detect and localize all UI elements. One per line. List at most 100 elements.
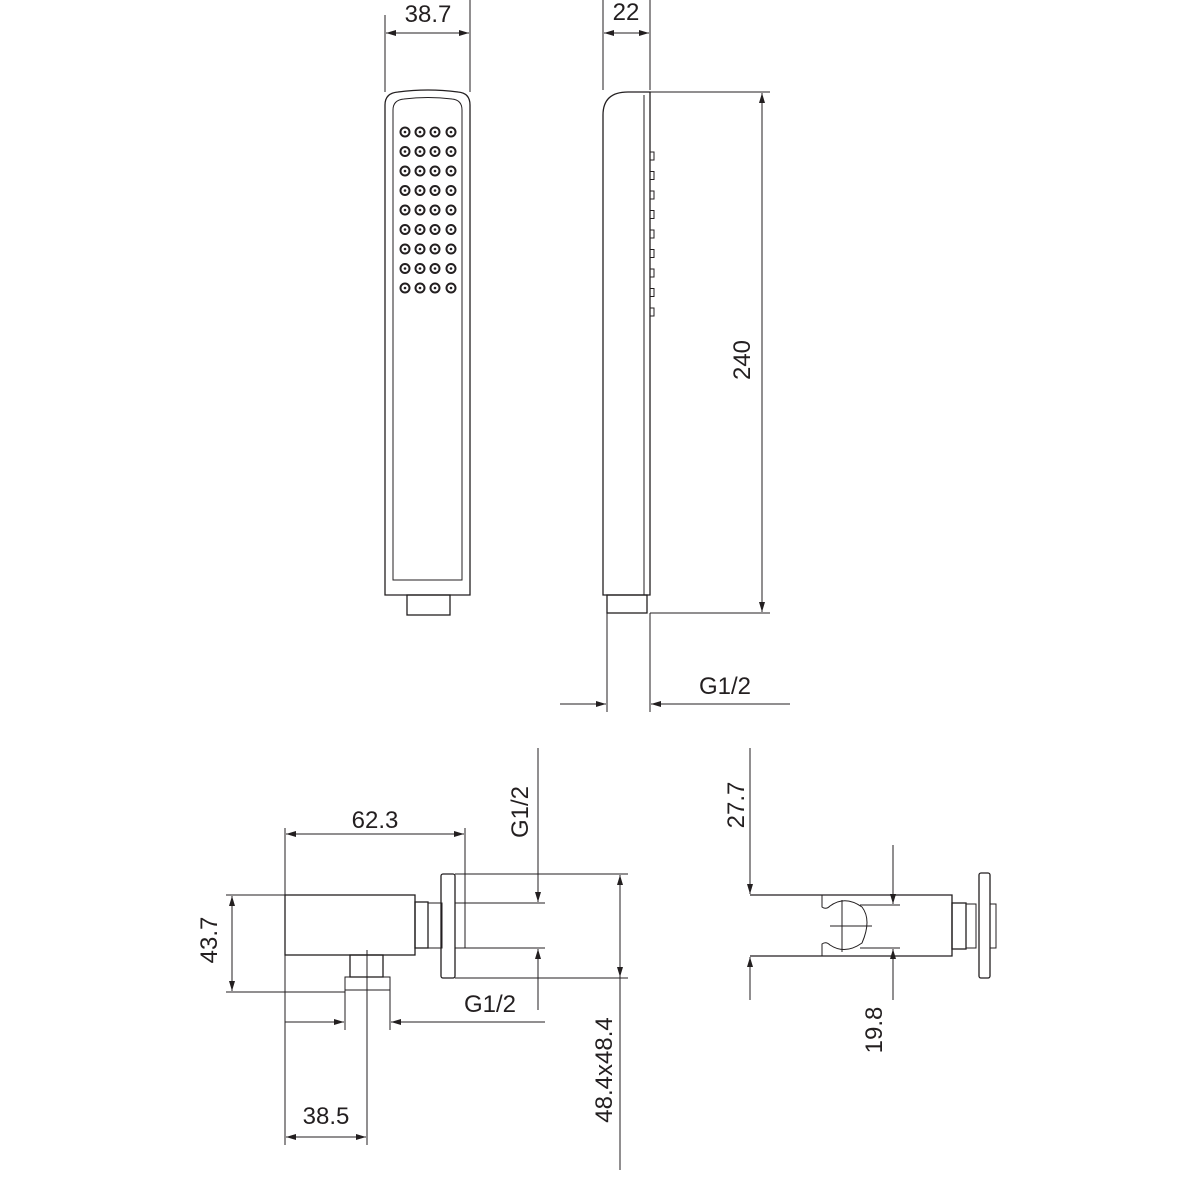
nozzle-center	[449, 189, 453, 192]
nozzle-center	[449, 267, 453, 270]
dim-outlet-length: 62.3	[352, 807, 399, 834]
handset-holder-view: 27.7 19.8	[723, 748, 997, 1054]
nozzle-bump	[649, 171, 655, 180]
dim-outlet-thread-horizontal: G1/2	[464, 991, 516, 1018]
nozzle	[399, 165, 411, 177]
nozzle	[445, 204, 457, 216]
dim-handset-depth: 22	[613, 0, 640, 26]
nozzle-center	[433, 247, 437, 251]
nozzle-center	[403, 228, 407, 231]
nozzle	[429, 165, 441, 177]
nozzle	[429, 243, 441, 255]
nozzle	[414, 224, 426, 235]
nozzle-bump	[649, 268, 655, 278]
nozzle	[429, 224, 441, 235]
nozzle-profile	[649, 151, 655, 317]
nozzle	[445, 263, 457, 274]
nozzle-center	[433, 228, 437, 231]
nozzle-center	[418, 267, 422, 270]
nozzle-center	[433, 267, 437, 270]
nozzle	[445, 165, 457, 177]
nozzle-center	[403, 247, 407, 251]
nozzle-bump	[649, 210, 655, 219]
nozzle	[414, 146, 426, 157]
nozzle-center	[433, 169, 437, 173]
dim-outlet-height: 43.7	[196, 917, 223, 964]
wall-outlet-view: 62.3 43.7 G1/2 48.4x48.4 G1/2 38.5	[196, 748, 628, 1170]
nozzle	[445, 224, 457, 235]
handset-side-view: 22 240 G1/2	[560, 0, 790, 712]
handset-front-view: 38.7	[384, 0, 471, 616]
nozzle	[399, 146, 411, 157]
nozzle-center	[418, 169, 422, 173]
nozzle-bump	[649, 307, 655, 317]
nozzle	[429, 263, 441, 274]
nozzle-center	[418, 150, 422, 153]
nozzle-bump	[649, 249, 655, 258]
dim-outlet-thread-vertical: G1/2	[507, 786, 534, 838]
nozzle-center	[403, 150, 407, 153]
nozzle-center	[449, 150, 453, 153]
nozzle-center	[418, 286, 422, 290]
nozzle	[399, 263, 411, 274]
nozzle-bump	[649, 151, 655, 161]
nozzle-center	[449, 169, 453, 173]
dim-outlet-offset: 38.5	[303, 1103, 350, 1130]
spray-nozzles	[399, 126, 457, 294]
nozzle-center	[418, 189, 422, 192]
nozzle-center	[418, 247, 422, 251]
dim-outlet-flange: 48.4x48.4	[591, 1017, 618, 1122]
nozzle	[414, 185, 426, 196]
dim-handset-length: 240	[729, 340, 756, 380]
nozzle	[429, 204, 441, 216]
nozzle-center	[418, 228, 422, 231]
nozzle-center	[433, 286, 437, 290]
nozzle-center	[418, 208, 422, 212]
nozzle	[414, 282, 426, 294]
nozzle-center	[449, 247, 453, 251]
nozzle	[445, 126, 457, 138]
nozzle	[399, 126, 411, 138]
nozzle-center	[403, 286, 407, 290]
nozzle-center	[403, 189, 407, 192]
nozzle-center	[403, 267, 407, 270]
nozzle	[414, 126, 426, 138]
nozzle-bump	[649, 288, 655, 297]
dim-holder-height: 27.7	[723, 782, 750, 829]
nozzle	[399, 185, 411, 196]
nozzle	[414, 243, 426, 255]
dim-handset-thread: G1/2	[699, 673, 751, 700]
nozzle	[429, 185, 441, 196]
nozzle	[445, 185, 457, 196]
nozzle-center	[449, 130, 453, 134]
nozzle-center	[418, 130, 422, 134]
nozzle-center	[433, 208, 437, 212]
nozzle-center	[433, 150, 437, 153]
nozzle-bump	[649, 229, 655, 239]
nozzle-center	[403, 169, 407, 173]
nozzle-center	[403, 130, 407, 134]
nozzle	[399, 224, 411, 235]
nozzle	[445, 243, 457, 255]
nozzle-center	[433, 189, 437, 192]
nozzle-center	[449, 208, 453, 212]
dim-holder-clip: 19.8	[861, 1007, 888, 1054]
nozzle	[399, 243, 411, 255]
nozzle-center	[403, 208, 407, 212]
nozzle-center	[449, 286, 453, 290]
nozzle-bump	[649, 190, 655, 200]
nozzle	[414, 263, 426, 274]
nozzle-center	[449, 228, 453, 231]
nozzle	[429, 146, 441, 157]
nozzle	[414, 204, 426, 216]
dim-handset-width: 38.7	[405, 1, 452, 28]
nozzle	[399, 282, 411, 294]
nozzle	[429, 126, 441, 138]
nozzle	[445, 146, 457, 157]
nozzle	[414, 165, 426, 177]
nozzle	[399, 204, 411, 216]
nozzle	[429, 282, 441, 294]
nozzle	[445, 282, 457, 294]
nozzle-center	[433, 130, 437, 134]
